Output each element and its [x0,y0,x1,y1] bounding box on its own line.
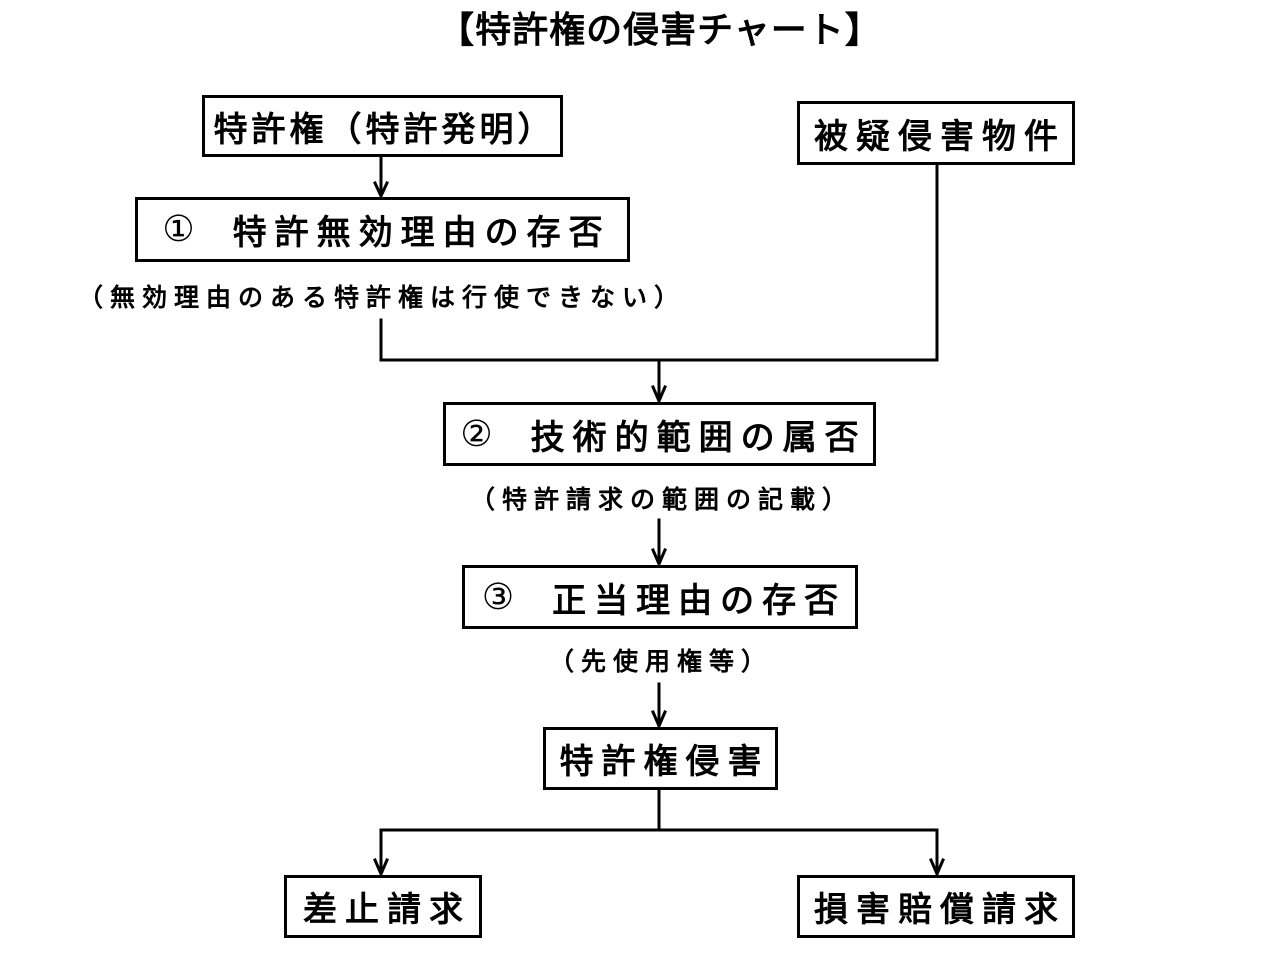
step-note: （特許請求の範囲の記載） [469,485,854,514]
node-label: 技術的範囲の属否 [530,417,867,458]
step-number: ① [162,209,195,250]
chart-title: 【特許権の侵害チャート】 [438,10,882,51]
node-injunction: 差止請求 [284,875,482,938]
node-infringement: 特許権侵害 [543,727,778,790]
step-note: （先使用権等） [548,647,773,676]
step-note: （無効理由のある特許権は行使できない） [77,283,686,312]
node-step-invalidity: ① 特許無効理由の存否 [135,197,630,262]
connector-line [379,318,939,362]
node-label: 特許無効理由の存否 [232,213,611,253]
node-step-justification: ③ 正当理由の存否 [462,565,858,629]
step-number: ② [460,413,493,455]
arrowhead [373,858,389,878]
arrowhead [651,548,667,568]
arrowhead [929,858,945,878]
node-label: 正当理由の存否 [552,580,847,621]
step-number: ③ [481,576,515,618]
node-patent-right: 特許権（特許発明） [202,95,563,157]
node-damages: 損害賠償請求 [797,875,1075,938]
node-step-technical-scope: ② 技術的範囲の属否 [443,402,876,466]
node-label: 差止請求 [303,890,471,930]
arrowhead [373,181,389,200]
node-accused-product: 被疑侵害物件 [797,101,1075,165]
node-label: 特許権（特許発明） [213,109,556,150]
node-label: 損害賠償請求 [814,890,1066,930]
arrowhead [651,385,667,405]
node-label: 被疑侵害物件 [814,116,1066,157]
arrowhead [651,710,667,730]
node-label: 特許権侵害 [559,742,770,782]
